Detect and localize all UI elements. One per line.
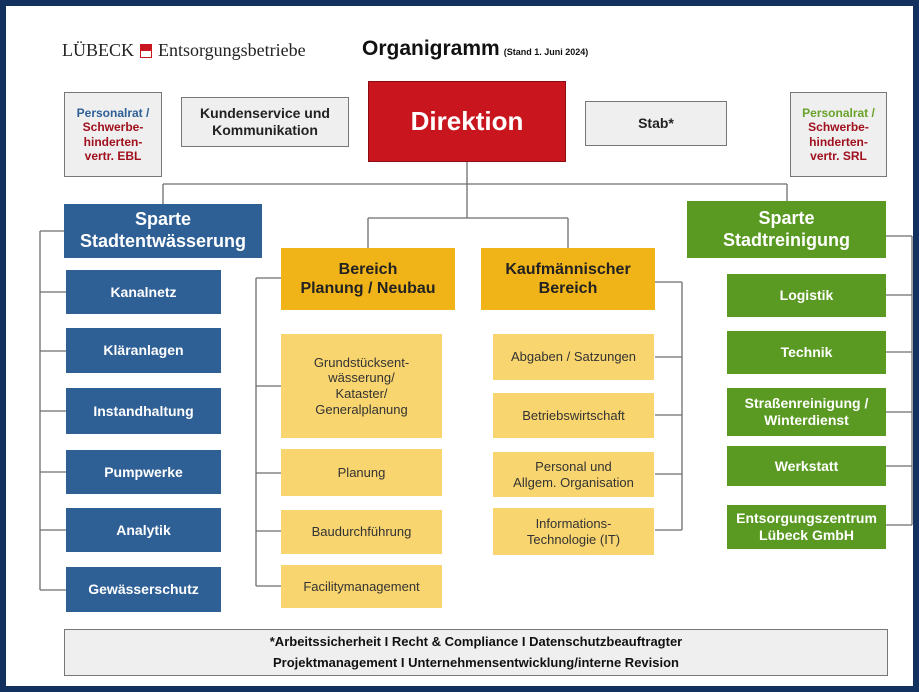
kaufmaennischer-bereich-line1: Kaufmännischer — [505, 260, 631, 278]
personalrat-srl-line2: Schwerbe- — [808, 120, 869, 135]
logo: LÜBECK Entsorgungsbetriebe — [62, 40, 306, 61]
stadtentwaesserung-item-kanalnetz: Kanalnetz — [66, 270, 221, 314]
stadtentwaesserung-item-pumpwerke: Pumpwerke — [66, 450, 221, 494]
kaufmaennischer-bereich-header: Kaufmännischer Bereich — [481, 248, 655, 310]
stadtentwaesserung-item-analytik: Analytik — [66, 508, 221, 552]
stab-box: Stab* — [585, 101, 727, 146]
stadtreinigung-item-logistik: Logistik — [727, 274, 886, 317]
stadtentwaesserung-item-instandhaltung: Instandhaltung — [66, 388, 221, 434]
bereich-planung-line1: Bereich — [338, 260, 398, 278]
footnote-line1: *Arbeitssicherheit I Recht & Compliance … — [269, 633, 683, 649]
personalrat-srl-box: Personalrat / Schwerbe- hinderten- vertr… — [790, 92, 887, 177]
personalrat-ebl-line4: vertr. EBL — [84, 148, 142, 163]
stadtreinigung-item-entsorgungszentrum: Entsorgungszentrum Lübeck GmbH — [727, 505, 886, 549]
kaufmaennischer-bereich-line2: Bereich — [538, 280, 598, 297]
stadtreinigung-item-strassenreinigung: Straßenreinigung / Winterdienst — [727, 388, 886, 436]
planung-item-facilitymanagement: Facilitymanagement — [281, 565, 442, 608]
footnote-line2: Projektmanagement I Unternehmensentwickl… — [273, 654, 679, 670]
stadtreinigung-item-technik: Technik — [727, 331, 886, 374]
stadtentwaesserung-item-klaeranlagen: Kläranlagen — [66, 328, 221, 373]
stadtreinigung-item-werkstatt: Werkstatt — [727, 446, 886, 486]
sparte-stadtentwaesserung-header: Sparte Stadtentwässerung — [64, 204, 262, 258]
sparte-stadtentwaesserung-line1: Sparte — [134, 209, 192, 230]
personalrat-srl-line1: Personalrat / — [802, 105, 875, 120]
page-title: Organigramm(Stand 1. Juni 2024) — [362, 37, 588, 61]
planung-item-baudurchfuehrung: Baudurchführung — [281, 510, 442, 554]
personalrat-srl-line3: hinderten- — [809, 134, 868, 149]
kundenservice-box: Kundenservice und Kommunikation — [181, 97, 349, 147]
kaufmaennisch-item-personal: Personal und Allgem. Organisation — [493, 452, 654, 497]
logo-brand: LÜBECK — [62, 40, 134, 60]
personalrat-ebl-line2: Schwerbe- — [82, 120, 144, 135]
personalrat-ebl-box: Personalrat / Schwerbe- hinderten- vertr… — [64, 92, 162, 177]
kaufmaennisch-item-it: Informations- Technologie (IT) — [493, 508, 654, 555]
bereich-planung-header: Bereich Planung / Neubau — [281, 248, 455, 310]
sparte-stadtreinigung-line1: Sparte — [758, 207, 815, 228]
kaufmaennisch-item-betriebswirtschaft: Betriebswirtschaft — [493, 393, 654, 438]
sparte-stadtreinigung-line2: Stadtreinigung — [723, 229, 850, 250]
stand-date: (Stand 1. Juni 2024) — [503, 47, 589, 57]
stab-footnote: *Arbeitssicherheit I Recht & Compliance … — [64, 629, 888, 676]
title-text: Organigramm — [362, 37, 500, 60]
personalrat-srl-line4: vertr. SRL — [810, 148, 867, 163]
planung-item-planung: Planung — [281, 449, 442, 496]
kaufmaennisch-item-abgaben: Abgaben / Satzungen — [493, 334, 654, 380]
sparte-stadtreinigung-header: Sparte Stadtreinigung — [687, 201, 886, 258]
logo-flag-icon — [140, 43, 152, 58]
direktion-box: Direktion — [368, 81, 566, 162]
stadtentwaesserung-item-gewaesserschutz: Gewässerschutz — [66, 567, 221, 612]
sparte-stadtentwaesserung-line2: Stadtentwässerung — [79, 231, 247, 251]
personalrat-ebl-line3: hinderten- — [83, 134, 143, 149]
personalrat-ebl-line1: Personalrat / — [76, 105, 150, 120]
logo-text: Entsorgungsbetriebe — [158, 40, 306, 60]
planung-item-grundstuecksentwaesserung: Grundstücksent- wässerung/ Kataster/ Gen… — [281, 334, 442, 438]
bereich-planung-line2: Planung / Neubau — [300, 280, 436, 297]
